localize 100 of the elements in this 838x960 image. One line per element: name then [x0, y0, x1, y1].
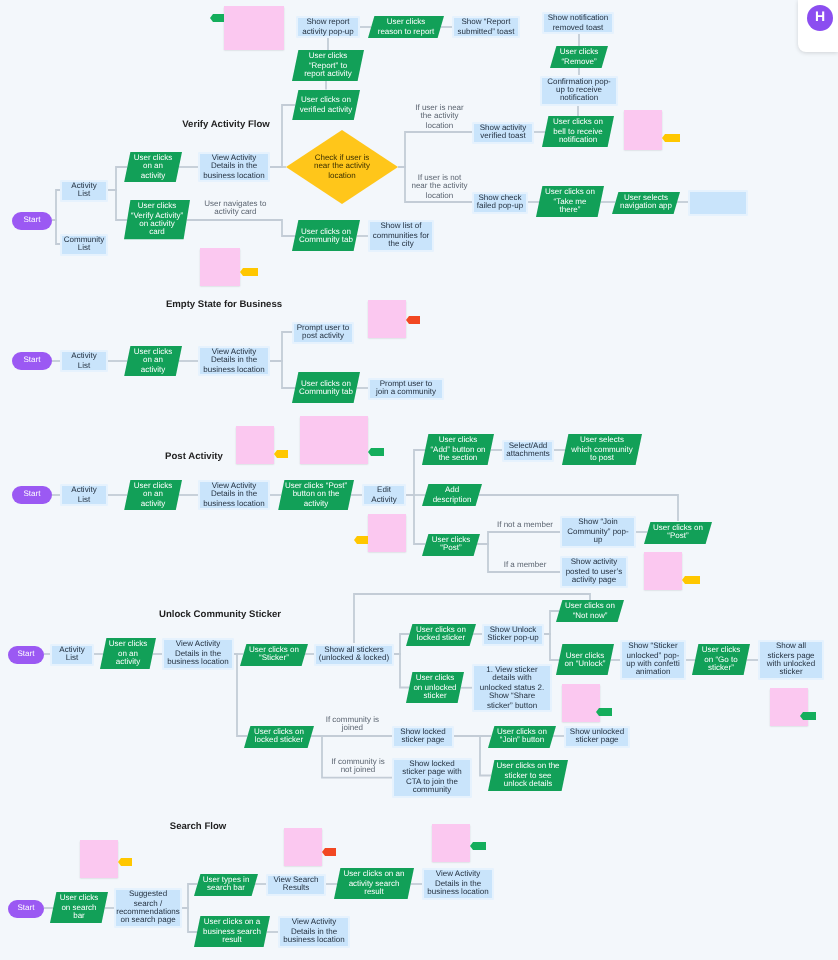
action-parallelogram — [644, 521, 712, 543]
action-parallelogram — [422, 484, 482, 506]
connector — [745, 659, 759, 661]
action-parallelogram — [100, 638, 156, 670]
connector — [177, 166, 199, 168]
action-parallelogram — [194, 916, 270, 948]
connector — [477, 494, 679, 522]
process-box — [362, 484, 406, 506]
process-box — [266, 873, 326, 895]
action-parallelogram — [488, 760, 568, 791]
action-parallelogram — [406, 672, 464, 703]
connector — [107, 494, 129, 496]
action-parallelogram — [612, 191, 680, 213]
connector — [325, 883, 339, 885]
connector — [685, 659, 697, 661]
connector — [93, 653, 105, 655]
connector — [489, 449, 503, 451]
action-parallelogram — [124, 151, 182, 183]
connector — [185, 219, 297, 237]
action-parallelogram — [292, 50, 364, 81]
process-box — [392, 725, 454, 747]
action-parallelogram — [368, 16, 444, 38]
connector — [309, 735, 393, 779]
process-box — [472, 121, 534, 143]
connector — [107, 189, 129, 221]
connector — [635, 531, 649, 533]
connector — [543, 633, 561, 661]
start-terminal — [12, 486, 52, 504]
action-parallelogram — [562, 434, 642, 466]
connector — [265, 931, 279, 933]
connector — [51, 494, 61, 496]
action-parallelogram — [488, 725, 556, 747]
decision-diamond — [286, 130, 398, 204]
connector — [269, 494, 283, 496]
connector — [471, 633, 483, 635]
connector — [527, 201, 541, 203]
action-parallelogram — [292, 372, 360, 404]
connector — [177, 494, 199, 496]
process-box — [60, 350, 108, 372]
connector — [393, 633, 411, 655]
action-parallelogram — [550, 46, 608, 68]
connector — [107, 360, 129, 362]
connector — [355, 387, 369, 389]
connector — [409, 883, 423, 885]
action-parallelogram — [422, 533, 480, 555]
action-parallelogram — [536, 186, 604, 218]
process-box — [368, 377, 444, 399]
process-box — [50, 643, 94, 665]
connector — [303, 653, 315, 655]
action-parallelogram — [50, 892, 108, 924]
connector — [459, 686, 473, 689]
start-terminal — [8, 899, 44, 917]
process-box — [688, 189, 748, 215]
action-parallelogram — [556, 644, 614, 676]
action-parallelogram — [124, 345, 182, 377]
connector — [553, 449, 567, 451]
connector — [439, 26, 453, 28]
action-parallelogram — [240, 643, 308, 665]
connector — [103, 907, 115, 909]
action-parallelogram — [292, 220, 360, 252]
action-parallelogram — [124, 479, 182, 511]
connector — [533, 131, 547, 133]
connector — [325, 80, 327, 91]
start-terminal — [12, 352, 52, 370]
connector — [609, 659, 621, 661]
connector — [578, 67, 580, 76]
connector — [327, 37, 329, 51]
connector — [578, 33, 580, 47]
connector — [43, 653, 51, 655]
connector — [51, 360, 61, 362]
connector — [453, 735, 493, 777]
action-parallelogram — [406, 623, 476, 645]
action-parallelogram — [334, 868, 414, 900]
connector — [353, 593, 591, 644]
connector — [269, 104, 297, 168]
connector — [355, 235, 369, 237]
connector — [359, 26, 373, 28]
connector — [475, 543, 561, 573]
connector — [349, 494, 363, 496]
connector — [269, 360, 297, 389]
connector — [181, 883, 199, 909]
connector — [577, 105, 579, 118]
connector — [43, 907, 55, 909]
action-parallelogram — [556, 600, 624, 622]
connector — [51, 189, 61, 221]
start-terminal — [12, 211, 52, 229]
connector — [253, 883, 267, 885]
connector — [397, 166, 473, 203]
connector — [543, 610, 561, 635]
connector — [181, 907, 199, 933]
action-parallelogram — [244, 725, 314, 747]
action-parallelogram — [422, 434, 494, 466]
action-parallelogram — [194, 873, 258, 895]
process-box — [392, 758, 472, 798]
action-parallelogram — [292, 89, 360, 121]
process-box — [60, 179, 108, 201]
connector — [551, 735, 565, 737]
connector — [177, 360, 199, 362]
start-terminal — [8, 645, 44, 663]
action-parallelogram — [692, 644, 750, 676]
